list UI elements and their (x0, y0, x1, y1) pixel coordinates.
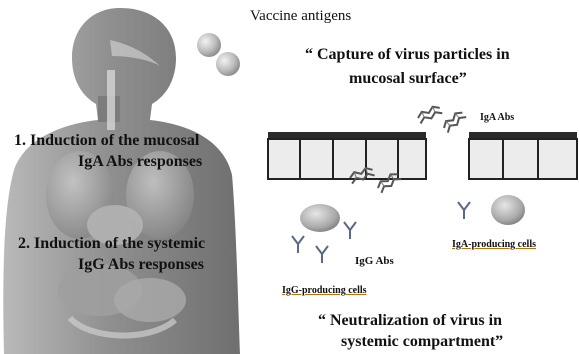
neutralization-title-line2: systemic compartment” (341, 333, 503, 351)
human-silhouette-icon (3, 8, 240, 354)
mucosal-epithelium-icon (268, 132, 577, 179)
igg-abs-label: IgG Abs (355, 255, 394, 268)
vaccine-antigen-sphere-icon (216, 52, 240, 76)
antibody-icon (292, 236, 304, 253)
capture-title-line2: mucosal surface” (349, 70, 467, 88)
capture-title-line1: “ Capture of virus particles in (305, 46, 510, 64)
neutralization-title-line1: “ Neutralization of virus in (318, 312, 502, 330)
iga-abs-label: IgA Abs (480, 112, 514, 124)
plasma-cell-icon (300, 204, 340, 232)
step2-line2: IgG Abs responses (78, 256, 204, 274)
virus-particle-icon (416, 104, 442, 123)
step1-line1: 1. Induction of the mucosal (14, 132, 199, 150)
plasma-cell-icon (491, 195, 525, 225)
virus-particle-icon (441, 110, 466, 133)
antibody-icon (458, 202, 470, 219)
vaccine-antigens-label: Vaccine antigens (250, 8, 351, 25)
iga-producing-cells-label: IgA-producing cells (452, 239, 536, 251)
step2-line1: 2. Induction of the systemic (18, 235, 205, 253)
vaccine-antigen-sphere-icon (197, 33, 221, 57)
antibody-icon (344, 222, 356, 239)
step1-line2: IgA Abs responses (78, 153, 202, 171)
antibody-icon (316, 246, 328, 263)
igg-producing-cells-label: IgG-producing cells (282, 285, 367, 297)
